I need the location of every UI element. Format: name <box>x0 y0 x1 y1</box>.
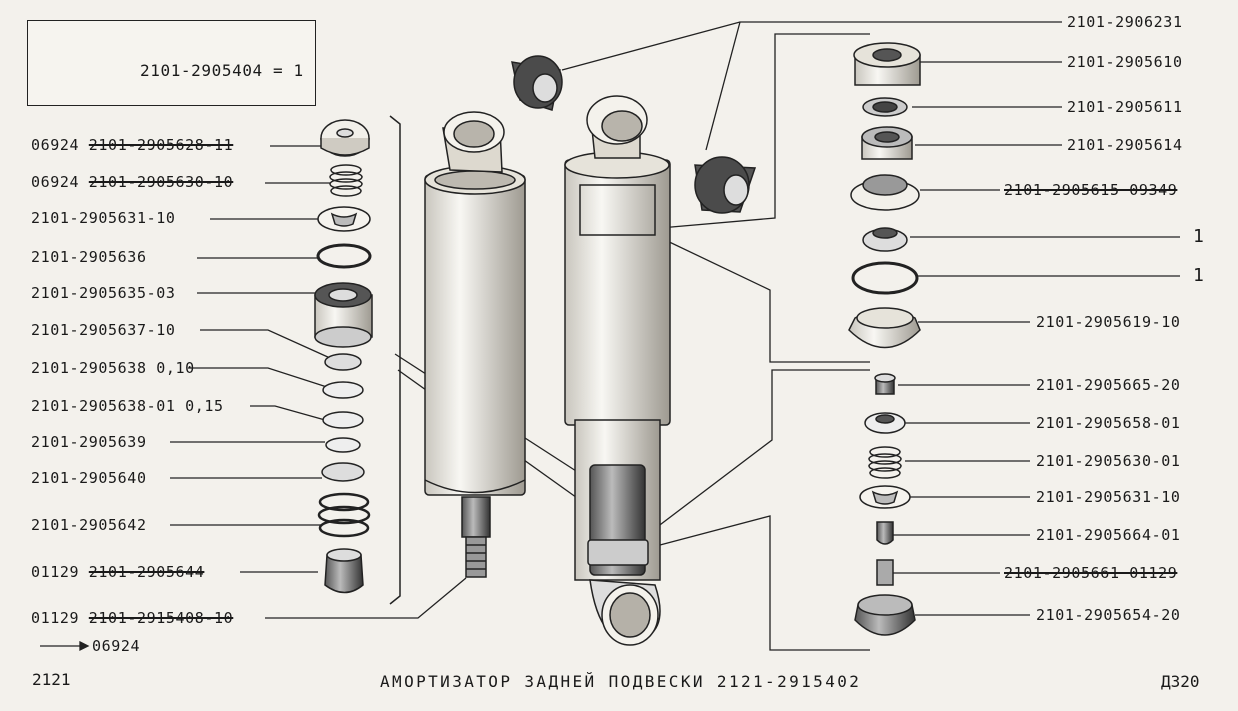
label-prefix: 01129 <box>31 609 80 627</box>
part-number: 2101-2905644 <box>88 563 205 581</box>
page-number: Д320 <box>1161 672 1200 691</box>
left-label-3: 2101-2905631-10 <box>31 209 176 227</box>
shock-absorber-assembly <box>564 95 671 646</box>
right-label-4: 2101-2905614 <box>1067 136 1183 154</box>
right-label-5: 2101-2905615 09349 <box>1004 181 1178 199</box>
left-label-4: 2101-2905636 <box>31 248 147 266</box>
left-leader-lines <box>40 145 467 652</box>
label-prefix: 06924 <box>31 173 80 191</box>
right-label-2: 2101-2905610 <box>1067 53 1183 71</box>
part-number: 2101-2905630-10 <box>88 173 234 191</box>
right-label-14: 2101-2905661 01129 <box>1004 564 1178 582</box>
left-label-10: 2101-2905640 <box>31 469 147 487</box>
right-label-9: 2101-2905665-20 <box>1036 376 1181 394</box>
right-label-11: 2101-2905630-01 <box>1036 452 1181 470</box>
repair-kit-box <box>27 20 316 106</box>
left-label-7: 2101-2905638 0,10 <box>31 359 195 377</box>
left-label-13: 01129 2101-2915408-10 <box>31 609 233 627</box>
left-label-2: 06924 2101-2905630-10 <box>31 173 233 191</box>
left-label-5: 2101-2905635-03 <box>31 284 176 302</box>
right-label-10: 2101-2905658-01 <box>1036 414 1181 432</box>
rubber-bushings <box>511 55 757 214</box>
left-label-1: 06924 2101-2905628-11 <box>31 136 233 154</box>
part-number: 2101-2905628-11 <box>88 136 234 154</box>
left-group-bracket <box>389 115 401 605</box>
repair-kit-quantity: = 1 <box>273 61 304 80</box>
page-code-left: 2121 <box>32 670 71 689</box>
repair-kit-label: 2101-2905404 = 1 <box>140 62 304 80</box>
repair-kit-part-number: 2101-2905404 <box>140 61 263 80</box>
label-prefix: 06924 <box>31 136 80 154</box>
right-label-8: 2101-2905619-10 <box>1036 313 1181 331</box>
right-label-13: 2101-2905664-01 <box>1036 526 1181 544</box>
right-label-1: 2101-2906231 <box>1067 13 1183 31</box>
left-label-8: 2101-2905638-01 0,15 <box>31 397 224 415</box>
label-prefix: 01129 <box>31 563 80 581</box>
left-label-9: 2101-2905639 <box>31 433 147 451</box>
arrow-note: 06924 <box>92 637 141 655</box>
reservoir-tube <box>424 111 526 578</box>
left-label-12: 01129 2101-2905644 <box>31 563 204 581</box>
right-parts-stack <box>848 42 921 636</box>
right-label-15: 2101-2905654-20 <box>1036 606 1181 624</box>
left-parts-stack <box>314 119 373 594</box>
part-number: 2101-2915408-10 <box>88 609 234 627</box>
left-label-6: 2101-2905637-10 <box>31 321 176 339</box>
left-label-11: 2101-2905642 <box>31 516 147 534</box>
right-leader-lines <box>394 21 1180 651</box>
right-label-12: 2101-2905631-10 <box>1036 488 1181 506</box>
right-label-6: 1 <box>1193 226 1205 247</box>
page-title: АМОРТИЗАТОР ЗАДНЕЙ ПОДВЕСКИ 2121-2915402 <box>380 672 862 691</box>
right-label-7: 1 <box>1193 265 1205 286</box>
right-label-3: 2101-2905611 <box>1067 98 1183 116</box>
